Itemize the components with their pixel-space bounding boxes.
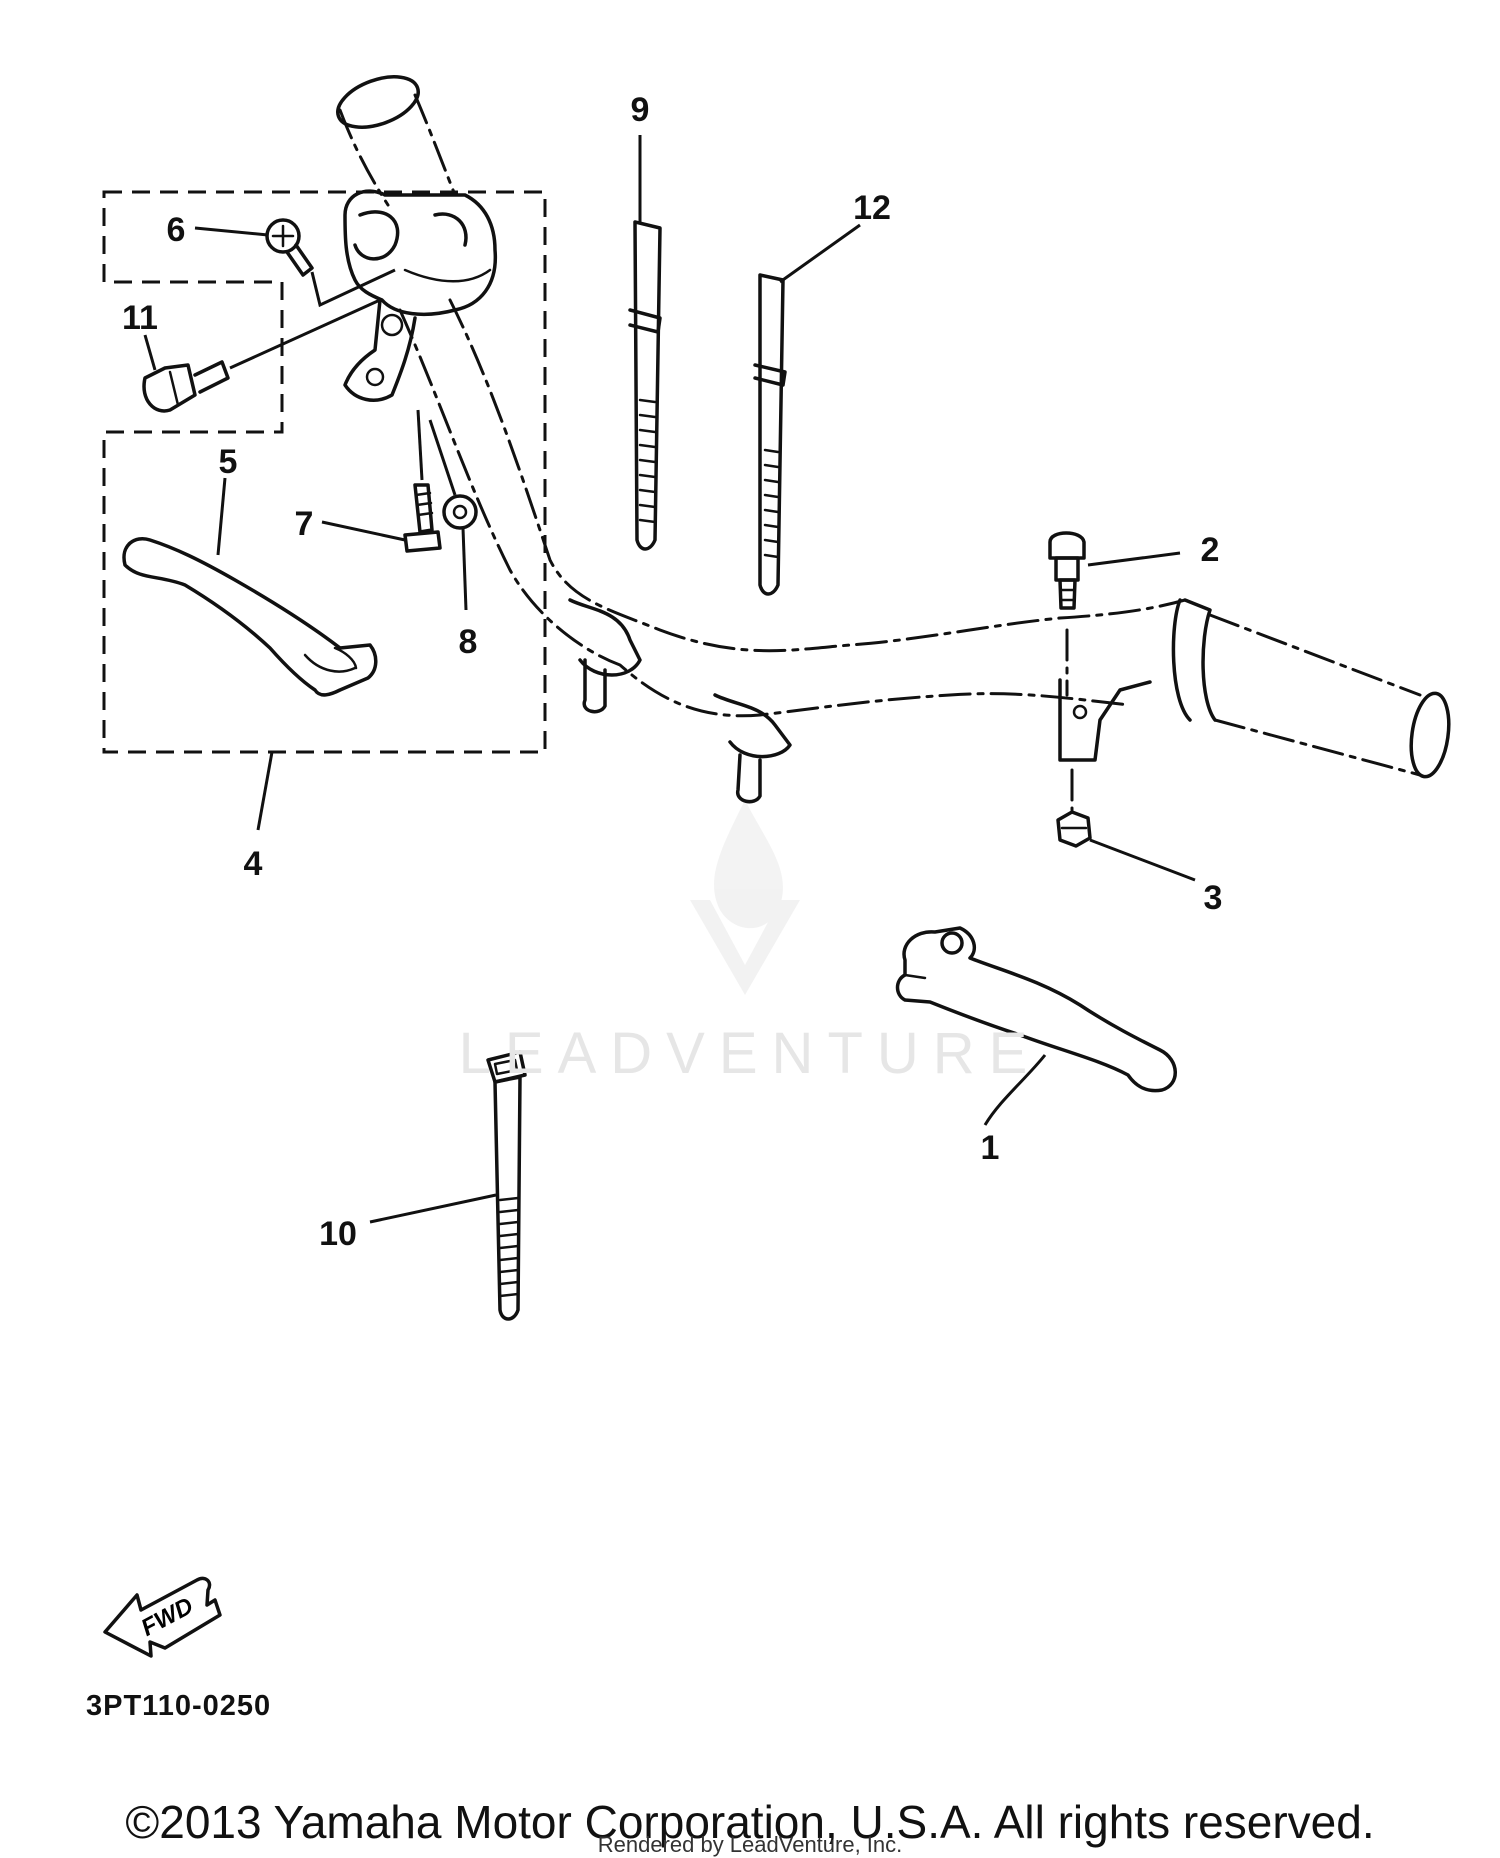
- kit-boundary-box: [102, 190, 547, 754]
- callout-8: 8: [458, 623, 478, 661]
- copyright-notice: ©2013 Yamaha Motor Corporation, U.S.A. A…: [125, 1796, 1375, 1848]
- callout-2: 2: [1200, 531, 1220, 569]
- part-9-cable-tie: [628, 135, 662, 551]
- part-code: 3PT110-0250: [86, 1690, 272, 1722]
- part-12-cable-tie: [753, 223, 861, 596]
- callout-11: 11: [122, 299, 158, 337]
- leader-4: [256, 751, 274, 831]
- leader-7: [321, 520, 406, 542]
- handlebar: [336, 75, 1451, 804]
- callout-1: 1: [980, 1129, 1000, 1167]
- watermark-logo: [690, 800, 800, 995]
- leader-6: [194, 226, 269, 237]
- part-2-bolt: [1048, 531, 1181, 697]
- part-6-screw: [265, 218, 396, 308]
- callout-7: 7: [294, 505, 314, 543]
- part-3-nut: [1056, 768, 1196, 882]
- callout-12: 12: [853, 189, 891, 227]
- callout-10: 10: [319, 1215, 357, 1253]
- watermark-text: LEADVENTURE: [458, 1021, 1042, 1086]
- part-5-lever: [122, 537, 378, 697]
- part-1-lever: [895, 926, 1177, 1126]
- part-11-bolt: [142, 298, 381, 413]
- callout-4: 4: [243, 845, 263, 883]
- leader-5: [216, 477, 227, 556]
- callout-5: 5: [218, 443, 238, 481]
- leader-8: [461, 527, 468, 611]
- part-8-nut: [428, 419, 478, 530]
- part-10-cable-tie: [369, 1050, 527, 1321]
- callout-9: 9: [630, 91, 650, 129]
- part-7-bolt: [403, 409, 442, 553]
- callout-3: 3: [1203, 879, 1223, 917]
- leader-11: [143, 334, 157, 371]
- rendered-by-notice: Rendered by LeadVenture, Inc.: [597, 1832, 903, 1857]
- fwd-arrow-icon: FWD: [103, 1576, 222, 1658]
- callout-6: 6: [166, 211, 186, 249]
- throttle-housing: [343, 189, 498, 402]
